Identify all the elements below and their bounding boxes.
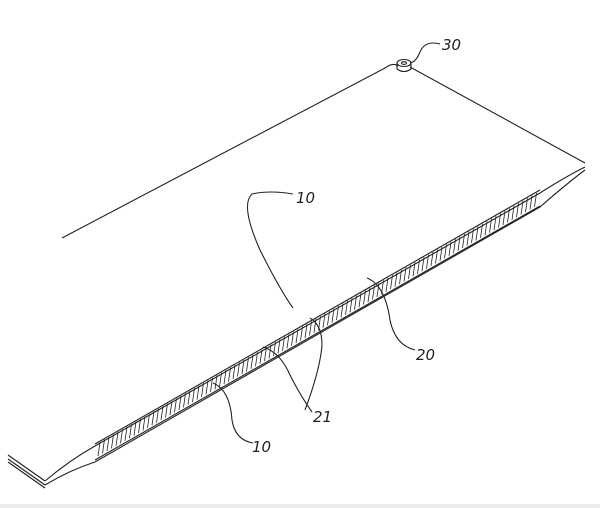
label-21: 21 — [313, 408, 332, 426]
far-edge-line — [62, 64, 398, 238]
leader-30 — [410, 43, 440, 63]
label-30: 30 — [442, 36, 461, 54]
strip-upper — [95, 190, 540, 444]
leader-10-upper — [248, 192, 294, 308]
panel-left-tail — [8, 455, 45, 488]
leader-10-lower — [213, 383, 253, 443]
bottom-border — [0, 504, 600, 508]
label-10-lower: 10 — [252, 438, 271, 456]
label-10-upper: 10 — [296, 189, 315, 207]
leader-21-a — [263, 347, 312, 412]
right-edge-line — [410, 67, 585, 163]
label-20: 20 — [416, 346, 435, 364]
connector-30 — [397, 60, 411, 72]
